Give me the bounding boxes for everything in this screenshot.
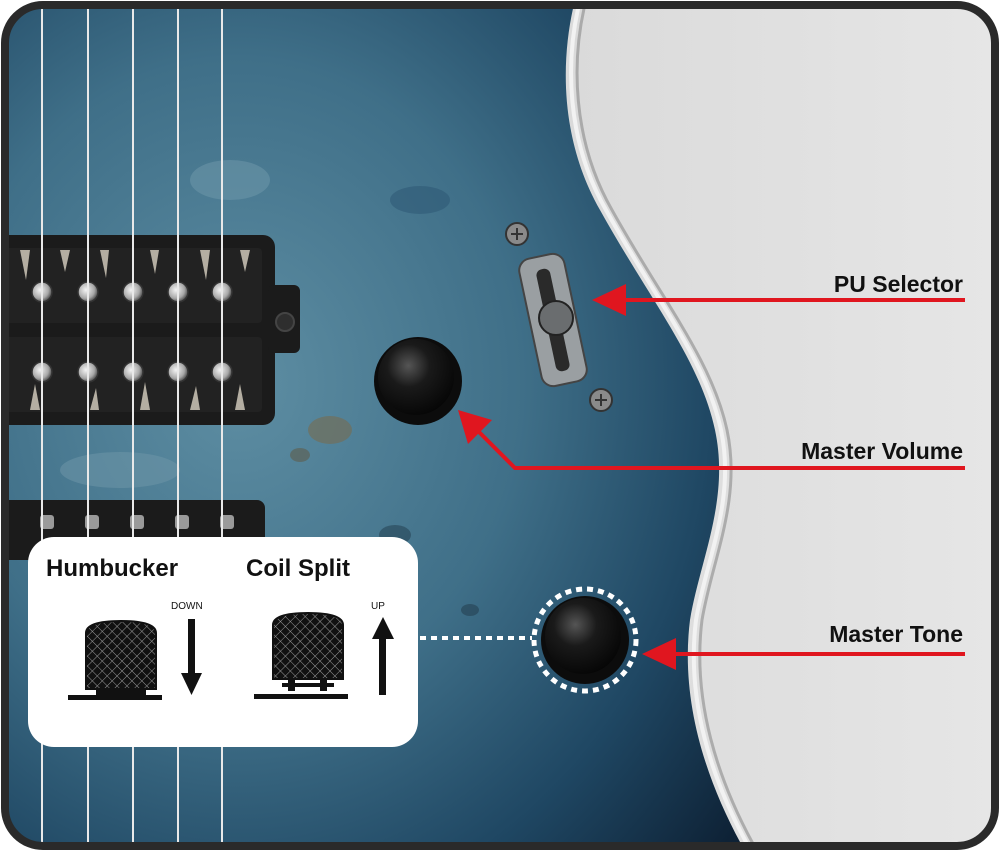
humbucker-direction-label: DOWN [171, 601, 203, 612]
annotation-arrows [458, 284, 965, 670]
knob-up-icon [254, 611, 348, 699]
pu-selector-label: PU Selector [833, 271, 963, 297]
coil-split-title: Coil Split [246, 555, 350, 582]
coil-split-direction-label: UP [371, 601, 385, 612]
master-volume-label: Master Volume [801, 438, 963, 464]
humbucker-title: Humbucker [46, 555, 179, 582]
knob-down-icon [68, 619, 162, 700]
pickup-selector-switch [505, 222, 613, 412]
master-volume-knob [374, 337, 462, 425]
arrow-up-icon [372, 617, 394, 695]
body-binding [569, 8, 753, 843]
legend-drawings [68, 611, 394, 700]
neck-humbucker [8, 235, 300, 425]
master-tone-knob [531, 586, 639, 694]
master-tone-label: Master Tone [829, 621, 963, 647]
arrow-down-icon [181, 619, 202, 695]
body-edge-shadow [575, 8, 759, 843]
coil-split-legend: Humbucker Coil Split DOWN UP [28, 537, 418, 747]
